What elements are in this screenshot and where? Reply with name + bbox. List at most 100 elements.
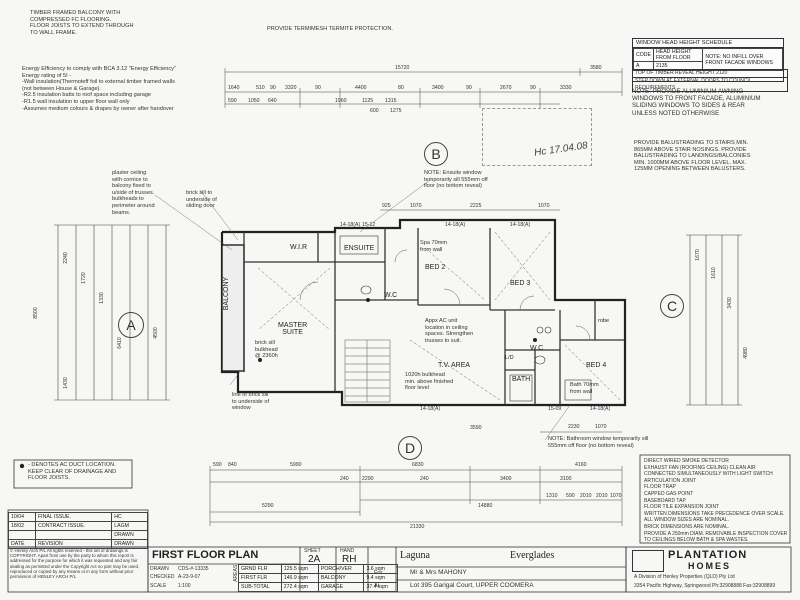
scale-label: SCALE xyxy=(150,583,167,589)
room-tv-area: T.V. AREA xyxy=(438,362,471,369)
dim-bottom-mid: 14880 xyxy=(478,503,493,509)
dim-bottom-r2-3: 3400 xyxy=(500,476,512,482)
revision-desc: FINAL ISSUE. xyxy=(34,512,113,522)
legend-item-dimensions: WRITTEN DIMENSIONS TAKE PRECEDENCE OVER … xyxy=(644,510,785,517)
room-bed2: BED 2 xyxy=(425,264,446,271)
dim-top-r4-3: 1070 xyxy=(538,203,550,209)
height-6: 14-18(A) xyxy=(590,406,611,412)
approval-stamp-box xyxy=(482,108,592,166)
dim-top-r2-4: 90 xyxy=(315,85,321,91)
dim-top-r3-6: 600 xyxy=(370,108,379,114)
area-value: 125.5 sqm xyxy=(280,564,319,574)
dim-bottom-r3-0: 2230 xyxy=(568,424,580,430)
revision-by: HC xyxy=(111,512,148,522)
legend-item-floor-trap: FLOOR TRAP xyxy=(644,484,676,491)
room-bed3: BED 3 xyxy=(510,280,531,287)
revision-row: 18/02 CONTRACT ISSUE. LAGM xyxy=(8,521,148,531)
ac-location-note: Appx AC unit location in ceiling spaces.… xyxy=(425,318,474,344)
hand-value: RH xyxy=(342,554,357,565)
schedule-title: WINDOW HEAD HEIGHT SCHEDULE xyxy=(633,39,783,48)
balustrade-note: PROVIDE BALUSTRADING TO STAIRS MIN. 865M… xyxy=(634,140,751,173)
ensuite-window-note: NOTE: Ensuite window temporarily sill 55… xyxy=(424,170,488,190)
height-3: 15-12 xyxy=(362,222,376,228)
legend-item-exhaust: EXHAUST FAN (ROOFING CEILING) CLEAN AIR … xyxy=(644,464,773,478)
revision-desc: REVISION xyxy=(34,539,113,549)
area-label: GARAGE xyxy=(317,582,365,592)
dim-top-r2-2: 90 xyxy=(270,85,276,91)
plaster-note: plaster ceiling with cornice to balcony … xyxy=(112,170,155,216)
schedule-height: 2135 xyxy=(652,61,704,71)
dim-top-r3-0: 590 xyxy=(228,98,237,104)
dim-bottom-r1-4: 3590 xyxy=(470,425,482,431)
dim-bottom-r3-4: 2010 xyxy=(596,493,608,499)
dim-bottom-r2-1: 2290 xyxy=(362,476,374,482)
dim-top-r2-7: 3400 xyxy=(432,85,444,91)
dim-bottom-overall: 21330 xyxy=(410,524,425,530)
dim-top-r3-3: 1960 xyxy=(335,98,347,104)
area-value: 146.9 sqm xyxy=(280,573,319,583)
bathroom-window-note: NOTE: Bathroom window temporarily sill 5… xyxy=(548,436,649,449)
dim-bottom-r1-2: 5990 xyxy=(290,462,302,468)
dim-top-r2-6: 80 xyxy=(398,85,404,91)
room-linen: L/D xyxy=(505,355,514,361)
spa-wall-note: Spa 70mm from wall xyxy=(420,240,448,253)
plan-title: FIRST FLOOR PLAN xyxy=(152,549,259,561)
company-logo-icon xyxy=(632,550,664,572)
checked-label: CHECKED xyxy=(150,574,175,580)
height-1: 14-18(A) xyxy=(445,222,466,228)
dim-left-1: 1720 xyxy=(80,272,87,284)
room-robe: robe xyxy=(598,318,610,324)
revision-row: DRAWN xyxy=(8,530,148,540)
legend-item-brick: BRICK DIMENSIONS ARE NOMINAL. xyxy=(644,523,730,530)
height-2: 14-18(A) xyxy=(510,222,531,228)
dim-bottom-r1-1: 840 xyxy=(228,462,237,468)
room-ensuite: ENSUITE xyxy=(344,245,375,252)
at-label: At xyxy=(374,583,380,589)
dim-top-r3-4: 1125 xyxy=(362,98,374,104)
dim-top-r2-9: 2670 xyxy=(500,85,512,91)
legend-item-baseboard: BASEBOARD TAP xyxy=(644,497,686,504)
area-value: 272.4 sqm xyxy=(280,582,319,592)
revision-by: DRAWN xyxy=(111,539,148,549)
dim-right-3: 4980 xyxy=(742,347,749,359)
dim-top-r4-2: 2225 xyxy=(470,203,482,209)
dim-bottom-r1-0: 590 xyxy=(213,462,222,468)
scale-value: 1:100 xyxy=(178,583,191,589)
dim-top-r3-7: 1275 xyxy=(390,108,402,114)
site-address: Lot 395 Garigal Court, UPPER COOMERA xyxy=(410,582,534,589)
height-4: 15-09 xyxy=(548,406,562,412)
dim-bottom-r3-6: 1070 xyxy=(610,493,622,499)
area-label: PORCH/VER xyxy=(317,564,365,574)
legend-item-articulation: ARTICULATION JOINT xyxy=(644,477,697,484)
height-5: 14-18(A) xyxy=(420,406,441,412)
dim-bottom-r3-5: 1310 xyxy=(546,493,558,499)
dim-left-overall: 8500 xyxy=(32,307,39,319)
for-label: For xyxy=(374,570,383,576)
client-name: Mr & Mrs MAHONY xyxy=(410,569,467,576)
dim-right-1: 1610 xyxy=(710,267,717,279)
grid-marker-c: C xyxy=(660,294,684,318)
dim-left-2: 1330 xyxy=(98,292,105,304)
ac-duct-note: - DENOTES AC DUCT LOCATION. KEEP CLEAR O… xyxy=(28,462,117,482)
room-bath: BATH xyxy=(512,376,531,383)
dim-top-r2-5: 4400 xyxy=(355,85,367,91)
dim-top-r2-0: 1640 xyxy=(228,85,240,91)
dim-top-r4-0: 925 xyxy=(382,203,391,209)
area-value: 37.4 sqm xyxy=(363,582,398,592)
area-label: BALCONY xyxy=(317,573,365,583)
copyright-note: © Henley Arch P/L All rights reserved - … xyxy=(10,548,140,580)
hand-label: HAND xyxy=(340,548,355,554)
dim-top-r2-10: 90 xyxy=(530,85,536,91)
revision-header: DATE REVISION DRAWN xyxy=(8,539,148,549)
revision-by: DRAWN xyxy=(111,530,148,540)
legend-item-tile-joint: FLOOR TILE EXPANSION JOINT xyxy=(644,504,720,511)
dim-left-0: 2240 xyxy=(62,252,69,264)
revision-date: 18/02 xyxy=(8,521,36,531)
company-sub: A Division of Henley Properties (QLD) Pt… xyxy=(634,574,735,580)
dim-right-2: 3430 xyxy=(726,297,733,309)
schedule-header-note: NOTE: NO INFILL OVER FRONT FACADE WINDOW… xyxy=(702,48,783,71)
revision-table: 10/04 FINAL ISSUE. HC 18/02 CONTRACT ISS… xyxy=(8,512,148,549)
legend-item-smoke: DIRECT WIRED SMOKE DETECTOR xyxy=(644,458,729,464)
